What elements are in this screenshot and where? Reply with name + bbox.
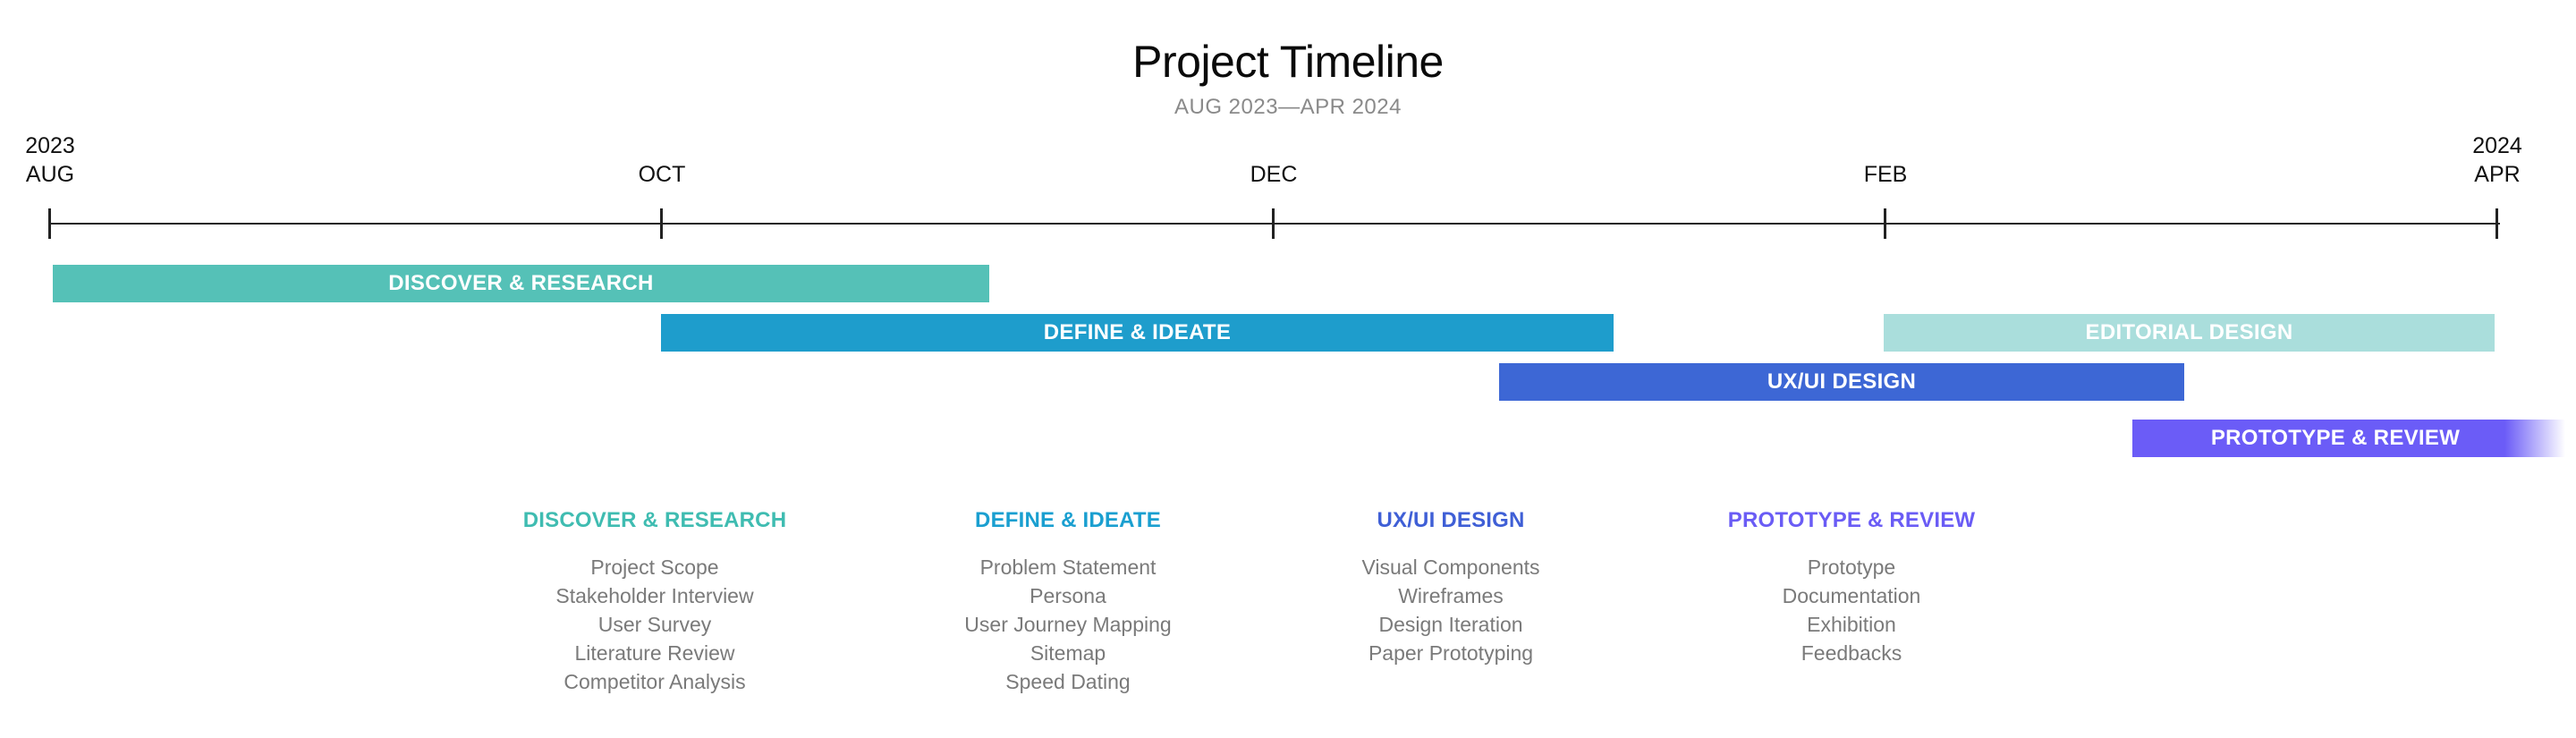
phase-prototype-review: PROTOTYPE & REVIEW Prototype Documentati…: [1690, 508, 2012, 667]
phase-item: Speed Dating: [1005, 670, 1131, 693]
axis-tick-oct: [660, 208, 663, 239]
phase-item: Project Scope: [590, 556, 719, 579]
bar-ux-ui-design: UX/UI DESIGN: [1499, 363, 2184, 401]
phase-item: Feedbacks: [1801, 641, 1902, 665]
axis-tick-apr: [2496, 208, 2498, 239]
bar-label: DISCOVER & RESEARCH: [388, 271, 654, 295]
phase-title: DEFINE & IDEATE: [975, 508, 1161, 532]
axis-tick-aug: [48, 208, 51, 239]
phase-item: Sitemap: [1030, 641, 1106, 665]
bar-label: EDITORIAL DESIGN: [2085, 320, 2293, 344]
page-title: Project Timeline: [1132, 37, 1444, 87]
bar-prototype-review: PROTOTYPE & REVIEW: [2132, 420, 2565, 457]
phase-title: DISCOVER & RESEARCH: [522, 508, 787, 532]
axis-month-feb: FEB: [1863, 162, 1908, 187]
phase-item: Visual Components: [1361, 556, 1540, 579]
phase-item: Design Iteration: [1378, 613, 1523, 636]
phase-item: Prototype: [1807, 556, 1896, 579]
axis-month-dec: DEC: [1250, 162, 1298, 187]
phase-item: Competitor Analysis: [564, 670, 746, 693]
axis-tick-feb: [1884, 208, 1886, 239]
axis-tick-dec: [1272, 208, 1275, 239]
timeline-axis: [49, 223, 2500, 225]
axis-year-2024: 2024: [2472, 133, 2522, 158]
phase-item: Literature Review: [574, 641, 735, 665]
phase-title: UX/UI DESIGN: [1377, 508, 1525, 532]
phase-item: Paper Prototyping: [1368, 641, 1534, 665]
phase-ux-ui-design: UX/UI DESIGN Visual Components Wireframe…: [1290, 508, 1612, 667]
phase-item: Problem Statement: [979, 556, 1157, 579]
phase-item: User Journey Mapping: [964, 613, 1172, 636]
phase-title: PROTOTYPE & REVIEW: [1727, 508, 1976, 532]
phase-item: Stakeholder Interview: [555, 584, 754, 607]
phase-item: User Survey: [597, 613, 712, 636]
axis-month-oct: OCT: [638, 162, 686, 187]
bar-label: PROTOTYPE & REVIEW: [2210, 426, 2461, 450]
bar-label: UX/UI DESIGN: [1767, 369, 1917, 394]
phase-item: Persona: [1030, 584, 1106, 607]
axis-year-2023: 2023: [25, 133, 75, 158]
bar-label: DEFINE & IDEATE: [1043, 320, 1232, 344]
phase-define-ideate: DEFINE & IDEATE Problem Statement Person…: [907, 508, 1229, 696]
axis-month-aug: AUG: [25, 162, 75, 187]
axis-month-apr: APR: [2474, 162, 2521, 187]
bar-editorial-design: EDITORIAL DESIGN: [1884, 314, 2495, 352]
phase-discover-research: DISCOVER & RESEARCH Project Scope Stakeh…: [494, 508, 816, 696]
bar-discover-research: DISCOVER & RESEARCH: [53, 265, 989, 302]
bar-define-ideate: DEFINE & IDEATE: [661, 314, 1614, 352]
phase-item: Exhibition: [1807, 613, 1896, 636]
phase-item: Documentation: [1782, 584, 1921, 607]
page-subtitle: AUG 2023—APR 2024: [1174, 95, 1402, 119]
phase-item: Wireframes: [1398, 584, 1504, 607]
